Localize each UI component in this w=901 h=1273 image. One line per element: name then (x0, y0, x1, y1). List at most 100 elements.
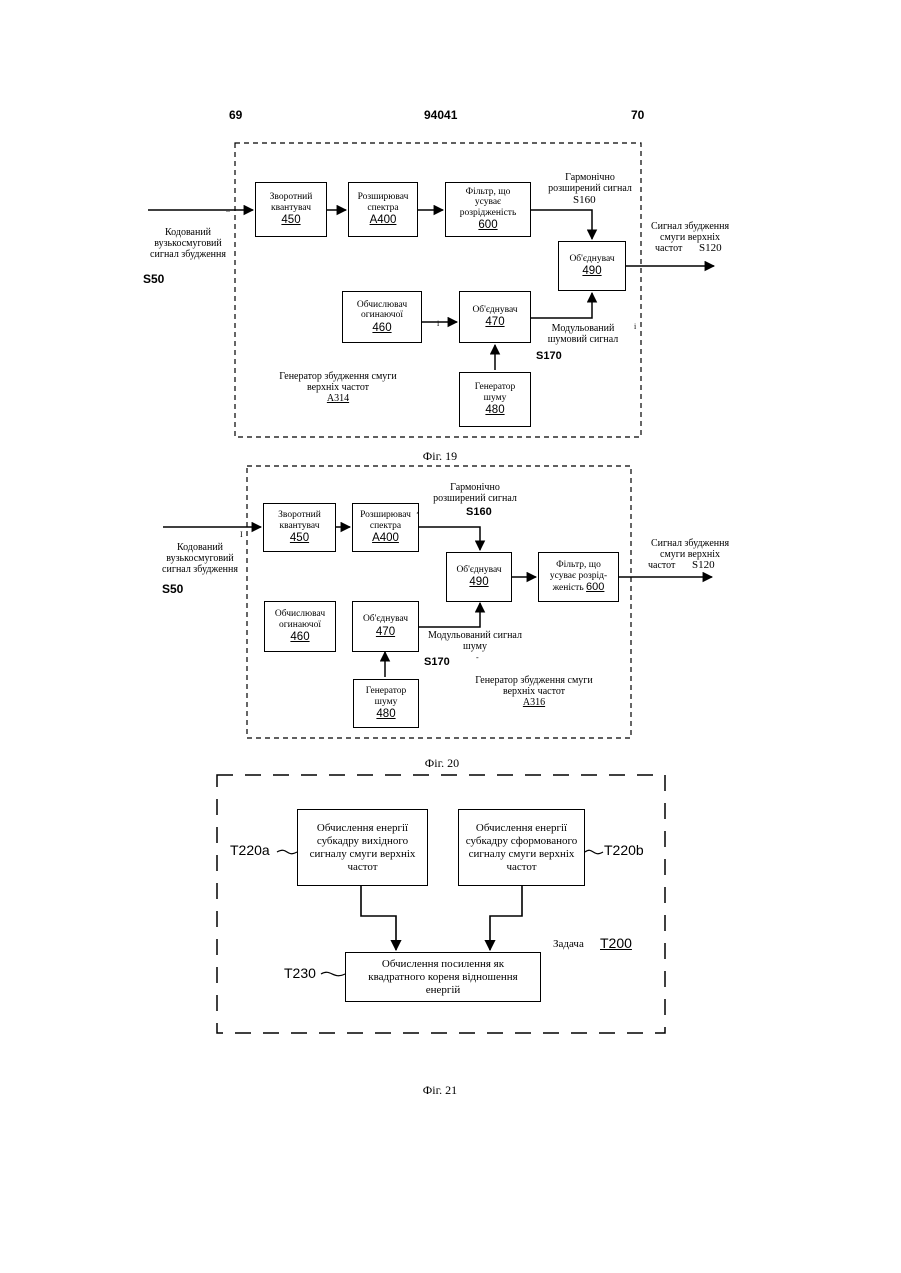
fig19-spectrum-extender-block: Розширювач спектра A400 (348, 182, 418, 237)
block-label: квантувач (279, 521, 319, 532)
block-label: Обчислювач (357, 300, 407, 311)
fig19-generator-label-line: верхніх частот (263, 382, 413, 393)
fig20-output-label-line: смуги верхніх (640, 549, 740, 560)
block-label: Обчислення енергії (317, 822, 408, 835)
fig20-input-label-line: сигнал збудження (150, 564, 250, 575)
block-label: Генератор (366, 686, 407, 697)
block-number: 460 (372, 322, 391, 335)
fig20-inverse-quantizer-block: Зворотний квантувач 450 (263, 503, 336, 552)
fig20-input-label-line: вузькосмуговий (150, 553, 250, 564)
fig19-combiner-470-block: Об'єднувач 470 (459, 291, 531, 343)
fig21-arrow-T220b-T230 (490, 886, 522, 950)
block-label: Розширювач (358, 192, 409, 203)
fig19-stray-mark: i (437, 318, 439, 329)
block-label: шуму (375, 697, 398, 708)
fig20-stray-mark: I (240, 529, 243, 540)
block-label: Генератор (475, 382, 516, 393)
fig19-input-label-line: Кодований (138, 227, 238, 238)
fig20-sparseness-filter-block: Фільтр, що усуває розрід- женість 600 (538, 552, 619, 602)
fig19-input-label-line: вузькосмуговий (138, 238, 238, 249)
fig20-combiner-470-block: Об'єднувач 470 (352, 601, 419, 652)
fig19-modulated-label: Модульований шумовий сигнал (533, 323, 633, 345)
block-label: женість (553, 583, 584, 593)
fig19-stray-mark: .. (226, 204, 230, 215)
fig19-harmonic-label: Гармонічно розширений сигнал (540, 172, 640, 194)
block-label: огинаючої (279, 620, 321, 631)
page-number-left: 69 (229, 108, 242, 122)
block-number: 600 (586, 581, 604, 593)
fig19-output-label-last: частот (655, 243, 682, 254)
fig19-output-id: S120 (699, 243, 722, 254)
fig19-input-id: S50 (143, 272, 164, 286)
block-label: шуму (484, 393, 507, 404)
fig20-noise-generator-block: Генератор шуму 480 (353, 679, 419, 728)
fig20-input-label-line: Кодований (150, 542, 250, 553)
fig21-task-id: T200 (600, 935, 632, 951)
block-label: енергій (426, 984, 461, 997)
fig19-output-label: Сигнал збудження смуги верхніх (640, 221, 740, 243)
fig19-envelope-calculator-block: Обчислювач огинаючої 460 (342, 291, 422, 343)
block-label: сигналу смуги верхніх (310, 848, 416, 861)
page-number-right: 70 (631, 108, 644, 122)
block-number: A400 (372, 532, 399, 545)
block-label: Фільтр, що (466, 187, 511, 198)
fig19-output-label-line: Сигнал збудження (640, 221, 740, 232)
fig19-sparseness-filter-block: Фільтр, що усуває розрідженість 600 (445, 182, 531, 237)
fig20-generator-label-line: Генератор збудження смуги (459, 675, 609, 686)
fig19-input-label-line: сигнал збудження (138, 249, 238, 260)
fig20-output-label-last: частот (648, 560, 675, 571)
fig20-arrow-A400-490 (419, 527, 480, 550)
block-label: Обчислення енергії (476, 822, 567, 835)
fig19-input-label: Кодований вузькосмуговий сигнал збудженн… (138, 227, 238, 260)
fig20-input-id: S50 (162, 582, 183, 596)
block-number: 470 (485, 316, 504, 329)
fig19-harmonic-label-line: Гармонічно (540, 172, 640, 183)
block-number: 490 (469, 576, 488, 589)
fig19-harmonic-label-line: розширений сигнал (540, 183, 640, 194)
fig21-task-label: Задача (553, 939, 584, 950)
block-label: Розширювач (360, 510, 411, 521)
fig20-caption: Фіг. 20 (402, 756, 482, 770)
fig20-modulated-label: Модульований сигнал шуму (420, 630, 530, 652)
block-label: Обчислення посилення як (382, 958, 504, 971)
block-number: 460 (290, 631, 309, 644)
fig20-output-label: Сигнал збудження смуги верхніх (640, 538, 740, 560)
fig19-arrow-600-490 (531, 210, 592, 239)
block-number: 480 (485, 404, 504, 417)
fig21-caption: Фіг. 21 (400, 1083, 480, 1097)
fig20-output-id: S120 (692, 560, 715, 571)
block-label: спектра (367, 203, 398, 214)
block-label: Об'єднувач (569, 254, 614, 265)
fig20-combiner-490-block: Об'єднувач 490 (446, 552, 512, 602)
block-number: 450 (281, 214, 300, 227)
document-number: 94041 (424, 108, 457, 122)
fig20-output-label-line: Сигнал збудження (640, 538, 740, 549)
fig20-generator-label-line: верхніх частот (459, 686, 609, 697)
fig20-spectrum-extender-block: Розширювач спектра A400 (352, 503, 419, 552)
block-label-line: женість 600 (553, 581, 605, 594)
block-label: субкадру вихідного (317, 835, 408, 848)
fig20-generator-label: Генератор збудження смуги верхніх частот… (459, 675, 609, 708)
fig20-arrow-470-490 (419, 603, 480, 627)
fig21-id-T230: T230 (284, 965, 316, 981)
fig20-harmonic-label: Гармонічно розширений сигнал (425, 482, 525, 504)
fig19-output-label-line: смуги верхніх (640, 232, 740, 243)
block-number: 470 (376, 626, 395, 639)
fig20-modulated-label-line: Модульований сигнал (420, 630, 530, 641)
fig21-gain-calculation-block: Обчислення посилення як квадратного коре… (345, 952, 541, 1002)
block-label: огинаючої (361, 310, 403, 321)
fig19-combiner-490-block: Об'єднувач 490 (558, 241, 626, 291)
fig21-shaped-energy-block: Обчислення енергії субкадру сформованого… (458, 809, 585, 886)
fig19-stray-mark: i (634, 321, 636, 332)
block-label: квадратного кореня відношення (368, 971, 517, 984)
fig19-caption: Фіг. 19 (400, 449, 480, 463)
fig20-stray-mark: - (476, 652, 479, 663)
fig19-generator-id: A314 (263, 393, 413, 404)
fig19-noise-generator-block: Генератор шуму 480 (459, 372, 531, 427)
fig20-harmonic-label-line: Гармонічно (425, 482, 525, 493)
fig20-modulated-label-line: шуму (420, 641, 530, 652)
fig19-arrow-470-490 (531, 293, 592, 318)
block-number: 480 (376, 708, 395, 721)
fig21-leader-T220b (585, 850, 603, 853)
fig20-harmonic-id: S160 (466, 506, 492, 519)
